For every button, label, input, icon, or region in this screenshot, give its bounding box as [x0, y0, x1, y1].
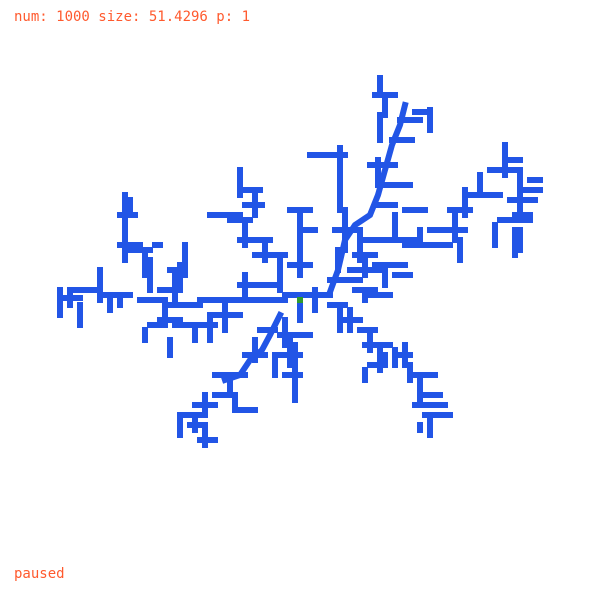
stats-readout: num: 1000 size: 51.4296 p: 1 [14, 9, 251, 25]
cluster-branches [57, 75, 543, 448]
status-label: paused [14, 566, 65, 582]
seed-particle [297, 297, 303, 303]
